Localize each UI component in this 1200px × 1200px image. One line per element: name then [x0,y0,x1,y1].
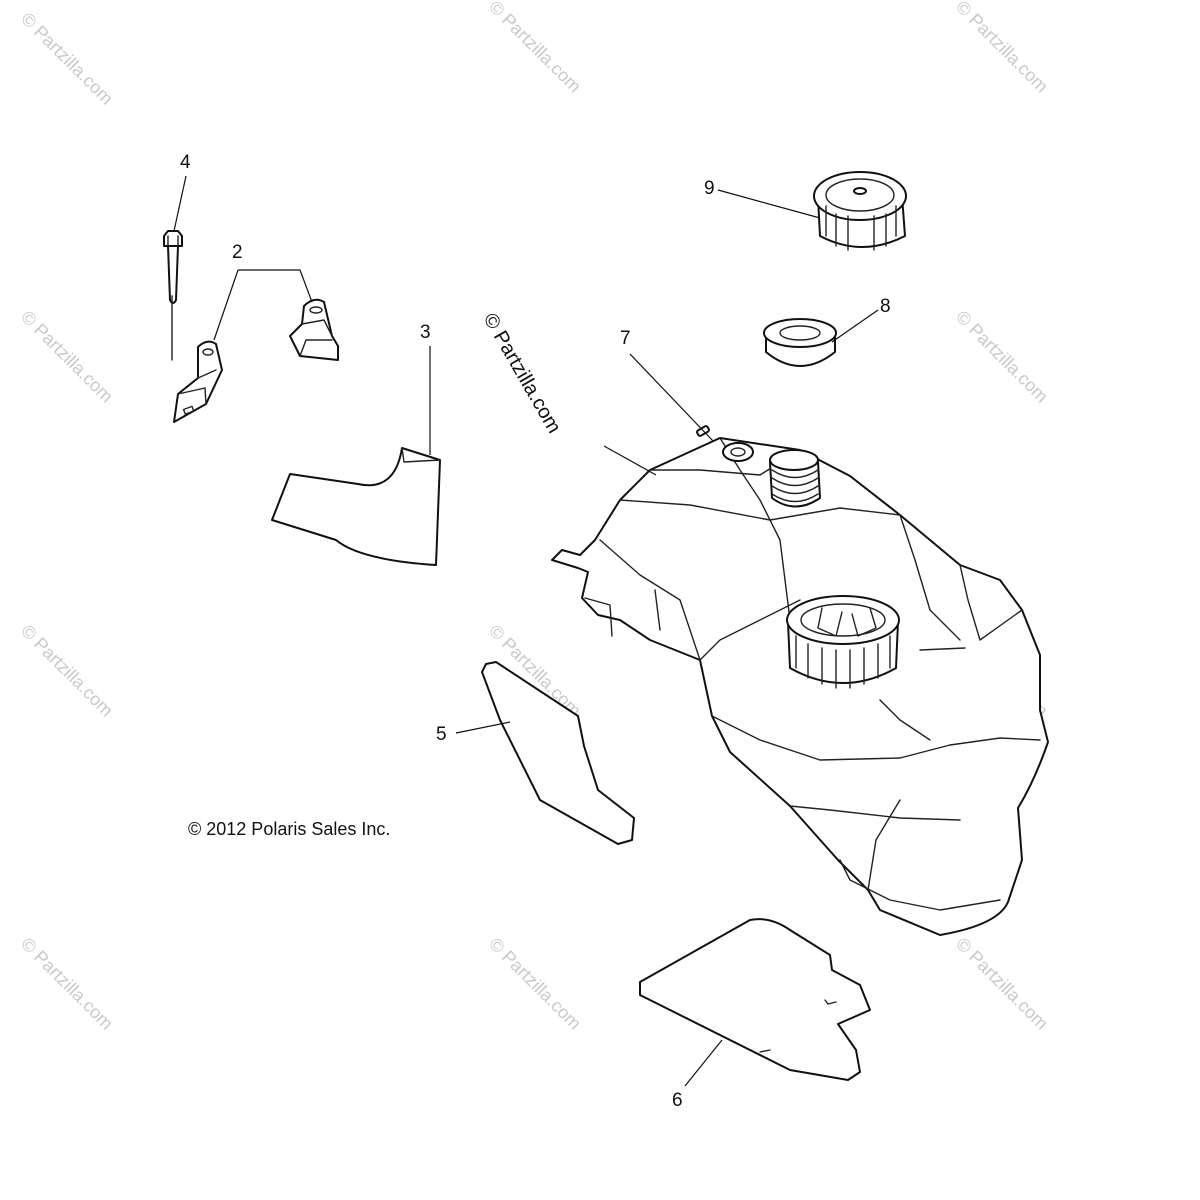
watermark: © Partzilla.com [952,307,1052,407]
callout-8: 8 [880,296,891,317]
watermark: © Partzilla.com [952,0,1052,97]
watermark: © Partzilla.com [17,9,117,109]
part-pad-lower [639,918,871,1081]
part-l-pad [271,447,441,566]
callout-9: 9 [704,178,715,199]
watermark: © Partzilla.com [17,307,117,407]
part-pad-upper [481,661,635,845]
part-bracket-left [173,340,223,423]
callout-2: 2 [232,242,243,263]
callout-5: 5 [436,724,447,745]
watermark: © Partzilla.com [485,934,585,1034]
part-bolt [163,230,183,361]
watermark: © Partzilla.com [479,310,565,438]
callout-6: 6 [672,1090,683,1111]
watermark: © Partzilla.com [17,621,117,721]
copyright-notice: © 2012 Polaris Sales Inc. [188,819,390,839]
callout-4: 4 [180,152,191,173]
watermark: © Partzilla.com [17,934,117,1034]
callout-3: 3 [420,322,431,343]
part-bracket-right [289,298,339,361]
part-fuel-cap [813,171,907,251]
callout-7: 7 [620,328,631,349]
part-fuel-tank [551,437,1049,936]
part-gasket [763,318,837,367]
watermark: © Partzilla.com [952,934,1052,1034]
watermark: © Partzilla.com [485,0,585,97]
